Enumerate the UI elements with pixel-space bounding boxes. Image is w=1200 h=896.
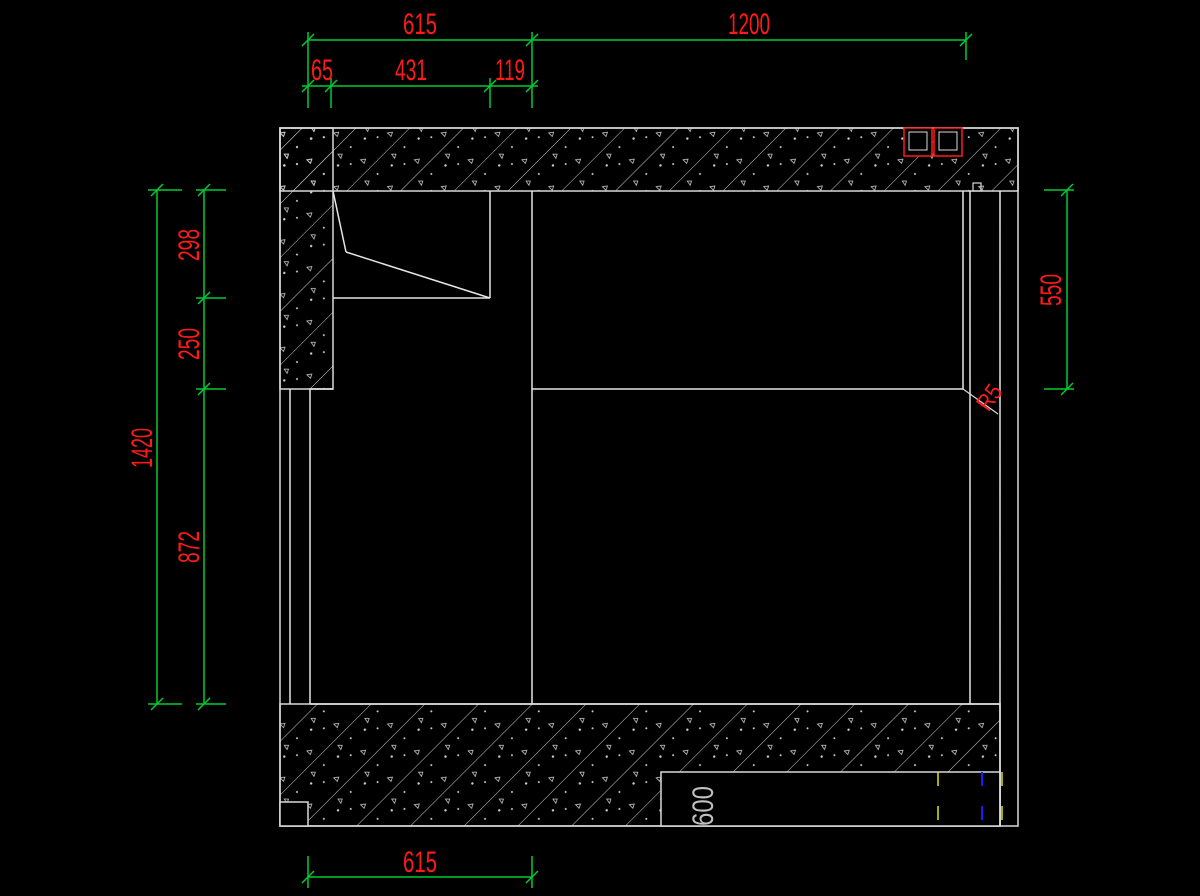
right-dashed-detail xyxy=(969,230,1001,700)
dim-left-seg-2: 250 xyxy=(173,328,206,360)
top-wall xyxy=(279,127,1019,192)
dim-top-seg-2: 431 xyxy=(395,54,427,87)
left-wall-upper xyxy=(279,127,334,390)
dim-top-seg-3: 119 xyxy=(495,54,525,87)
radius-leader xyxy=(962,388,999,415)
cabinet-height-label: 600 xyxy=(687,786,720,826)
dim-bottom-total: 615 xyxy=(403,846,437,879)
top-right-post xyxy=(972,182,982,192)
socket-inner-icon xyxy=(908,131,958,151)
dimension-lines xyxy=(148,32,1074,888)
dim-left-seg-3: 872 xyxy=(173,531,206,563)
dim-left-seg-1: 298 xyxy=(173,229,206,261)
dim-top-total-right: 1200 xyxy=(728,8,770,41)
dim-right-seg: 550 xyxy=(1035,274,1068,306)
dim-top-seg-1: 65 xyxy=(311,54,333,87)
dim-top-total-left: 615 xyxy=(403,8,437,41)
dim-left-total: 1420 xyxy=(126,428,159,468)
dim-radius-note: R5 xyxy=(971,379,1008,416)
marker-yellow-icon xyxy=(937,772,1003,820)
